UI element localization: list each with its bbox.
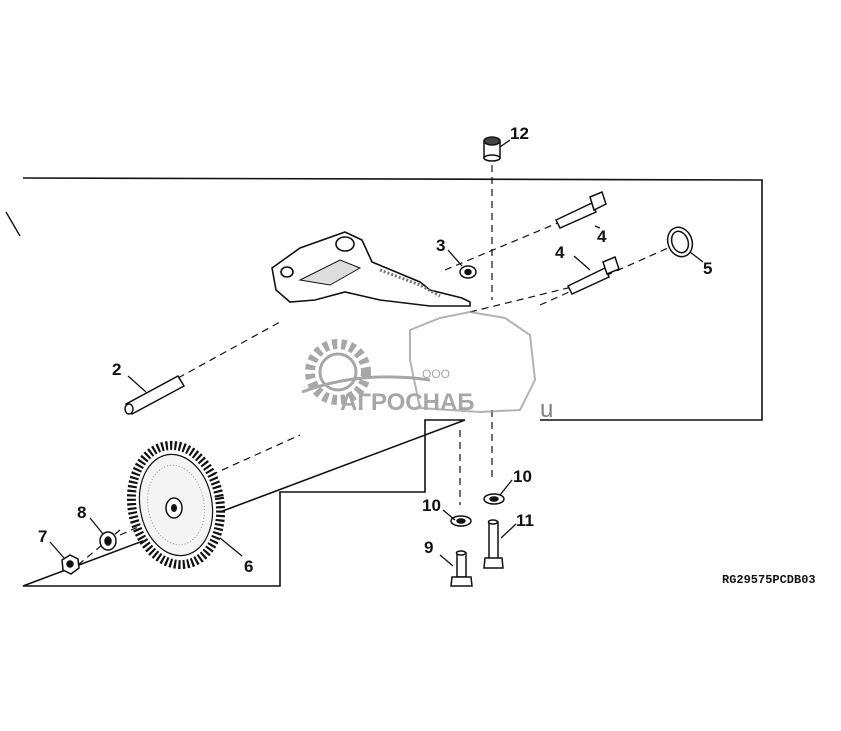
callout-12: 12 <box>510 124 529 143</box>
watermark-tail: u <box>540 396 553 423</box>
gear-logo-icon <box>305 339 371 405</box>
watermark-brand: АГРОСНАБ <box>340 389 475 416</box>
watermark: ООО АГРОСНАБ u <box>301 310 553 423</box>
callout-10-left: 10 <box>422 496 441 515</box>
callout-11: 11 <box>516 511 534 530</box>
watermark-company: ООО <box>422 367 450 381</box>
pin-part <box>124 375 186 415</box>
sleeve-part <box>483 136 501 162</box>
gear-part <box>126 440 226 570</box>
o-ring-part <box>666 226 694 258</box>
callout-5: 5 <box>703 259 712 278</box>
callout-7: 7 <box>38 527 47 546</box>
reference-code: RG29575PCDB03 <box>722 573 816 587</box>
callout-10-right: 10 <box>513 467 532 486</box>
bolt-lower-part <box>566 255 620 295</box>
frame-outline <box>22 177 763 587</box>
callout-6: 6 <box>244 557 253 576</box>
nut-part <box>61 554 80 575</box>
leader-lines <box>49 139 704 567</box>
callout-4-lower: 4 <box>555 243 565 262</box>
bolt-11-part <box>483 519 504 569</box>
washer-lower-right-part <box>483 493 505 505</box>
callout-2: 2 <box>112 360 121 379</box>
bolt-9-part <box>450 550 473 587</box>
gear-washer-part <box>99 531 117 551</box>
callout-3: 3 <box>436 236 445 255</box>
washer-part <box>459 265 477 279</box>
washer-lower-left-part <box>450 515 472 527</box>
callout-9: 9 <box>424 538 433 557</box>
callout-4-upper: 4 <box>597 227 607 246</box>
tractor-logo-icon <box>409 310 537 414</box>
callout-8: 8 <box>77 503 86 522</box>
bolt-upper-part <box>554 190 607 229</box>
bracket-part <box>271 231 471 307</box>
frame-tick <box>5 211 21 237</box>
